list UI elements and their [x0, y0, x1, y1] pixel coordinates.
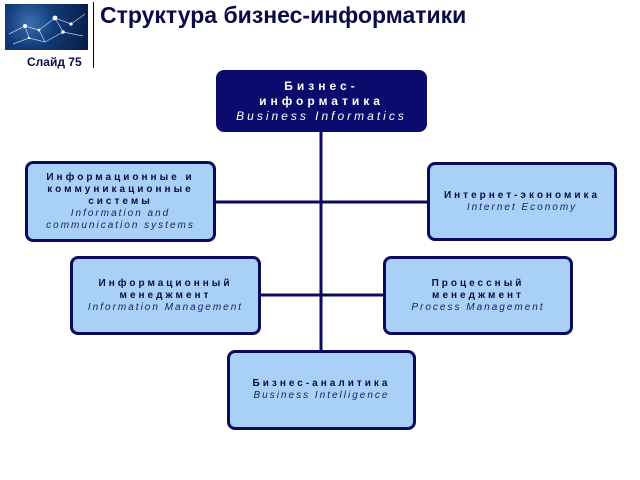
node-label-ru: Интернет-экономика — [443, 189, 601, 201]
node-process-management: Процессный менеджмент Process Management — [383, 256, 573, 335]
node-label-ru: Процессный менеджмент — [431, 277, 525, 301]
header-thumbnail-image — [5, 4, 88, 50]
node-label-en: Information Management — [87, 301, 244, 313]
page-title: Структура бизнес-информатики — [100, 2, 467, 28]
node-label-en: Information and communication systems — [46, 207, 195, 231]
slide-number: Слайд 75 — [27, 55, 82, 69]
node-label-en: Process Management — [411, 301, 545, 313]
node-business-informatics: Бизнес-информатика Business Informatics — [216, 70, 427, 132]
node-label-ru: Бизнес-аналитика — [252, 378, 391, 389]
header-divider — [93, 2, 94, 68]
node-label-ru: Информационный менеджмент — [98, 277, 233, 301]
node-ics: Информационные и коммуникационные систем… — [25, 161, 216, 242]
node-label-en: Business Informatics — [236, 108, 407, 123]
node-label-en: Business Intelligence — [253, 390, 390, 401]
node-info-management: Информационный менеджмент Information Ma… — [70, 256, 261, 335]
node-label-ru: Информационные и коммуникационные систем… — [46, 171, 195, 207]
node-business-intelligence: Бизнес-аналитика Business Intelligence — [227, 350, 416, 430]
node-label-en: Internet Economy — [466, 201, 578, 213]
node-internet-economy: Интернет-экономика Internet Economy — [427, 162, 617, 241]
node-label-ru: Бизнес-информатика — [259, 78, 384, 108]
